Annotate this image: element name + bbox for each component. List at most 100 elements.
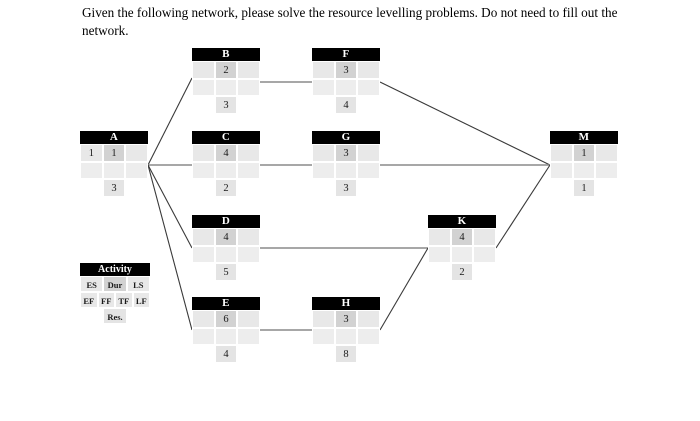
node-e-ls[interactable]	[237, 310, 261, 328]
node-m-ff[interactable]	[572, 162, 596, 179]
node-a-blank-left[interactable]	[80, 179, 103, 197]
node-c-blank-left[interactable]	[192, 179, 215, 197]
node-g-ef[interactable]	[312, 162, 335, 179]
node-d-dur[interactable]: 4	[214, 228, 238, 246]
node-h-es[interactable]	[312, 310, 335, 328]
node-a-tf[interactable]	[125, 162, 149, 179]
node-f-ef[interactable]	[312, 79, 335, 96]
node-c-ef[interactable]	[192, 162, 215, 179]
node-g-blank-left[interactable]	[312, 179, 335, 197]
node-g-ls[interactable]	[357, 144, 381, 162]
node-b-tf[interactable]	[237, 79, 261, 96]
node-m-dur[interactable]: 1	[572, 144, 596, 162]
node-d-ef[interactable]	[192, 246, 215, 263]
node-h-blank-left[interactable]	[312, 345, 335, 363]
node-a-ff[interactable]	[102, 162, 126, 179]
node-a-res[interactable]: 3	[102, 179, 126, 197]
node-b-dur[interactable]: 2	[214, 61, 238, 79]
node-d-ff[interactable]	[214, 246, 238, 263]
node-f-blank-right[interactable]	[357, 96, 381, 114]
node-m-res[interactable]: 1	[572, 179, 596, 197]
node-c-blank-right[interactable]	[237, 179, 261, 197]
node-c-es[interactable]	[192, 144, 215, 162]
node-e-blank-right[interactable]	[237, 345, 261, 363]
node-a-ls[interactable]	[125, 144, 149, 162]
node-d-res[interactable]: 5	[214, 263, 238, 281]
node-d-blank-left[interactable]	[192, 263, 215, 281]
node-e-ff[interactable]	[214, 328, 238, 345]
node-a-dur[interactable]: 1	[102, 144, 126, 162]
node-f-res[interactable]: 4	[334, 96, 358, 114]
node-k-ef[interactable]	[428, 246, 451, 263]
node-h-dur[interactable]: 3	[334, 310, 358, 328]
node-m-blank-left[interactable]	[550, 179, 573, 197]
node-d-blank-right[interactable]	[237, 263, 261, 281]
node-c-ff[interactable]	[214, 162, 238, 179]
node-k-blank-right[interactable]	[473, 263, 497, 281]
node-e-res[interactable]: 4	[214, 345, 238, 363]
node-f-es[interactable]	[312, 61, 335, 79]
node-g-tf[interactable]	[357, 162, 381, 179]
node-e-blank-left[interactable]	[192, 345, 215, 363]
node-g-res[interactable]: 3	[334, 179, 358, 197]
node-m-ls[interactable]	[595, 144, 619, 162]
node-k-es[interactable]	[428, 228, 451, 246]
node-h-tf[interactable]	[357, 328, 381, 345]
node-h-ef[interactable]	[312, 328, 335, 345]
node-k-dur[interactable]: 4	[450, 228, 474, 246]
node-b-ff[interactable]	[214, 79, 238, 96]
node-m-tf[interactable]	[595, 162, 619, 179]
node-e-es[interactable]	[192, 310, 215, 328]
node-g-blank-right[interactable]	[357, 179, 381, 197]
node-d-es[interactable]	[192, 228, 215, 246]
node-h-ff[interactable]	[334, 328, 358, 345]
node-m-es[interactable]	[550, 144, 573, 162]
node-h-blank-right[interactable]	[357, 345, 381, 363]
node-b-blank-left[interactable]	[192, 96, 215, 114]
node-f-ff[interactable]	[334, 79, 358, 96]
node-e-tf[interactable]	[237, 328, 261, 345]
node-b-es[interactable]	[192, 61, 215, 79]
node-b-blank-right[interactable]	[237, 96, 261, 114]
node-e-ef[interactable]	[192, 328, 215, 345]
node-k-blank-left[interactable]	[428, 263, 451, 281]
node-f-dur[interactable]: 3	[334, 61, 358, 79]
node-b-ef[interactable]	[192, 79, 215, 96]
node-c-res[interactable]: 2	[214, 179, 238, 197]
node-a-es[interactable]: 1	[80, 144, 103, 162]
node-k-res[interactable]: 2	[450, 263, 474, 281]
node-b-ls[interactable]	[237, 61, 261, 79]
node-a-blank-right[interactable]	[125, 179, 149, 197]
node-m-ef[interactable]	[550, 162, 573, 179]
node-c-dur[interactable]: 4	[214, 144, 238, 162]
node-f-blank-left[interactable]	[312, 96, 335, 114]
node-d-ls[interactable]	[237, 228, 261, 246]
node-f-ls[interactable]	[357, 61, 381, 79]
node-f-tf[interactable]	[357, 79, 381, 96]
node-b-res[interactable]: 3	[214, 96, 238, 114]
node-m-blank-right[interactable]	[595, 179, 619, 197]
node-e-dur[interactable]: 6	[214, 310, 238, 328]
node-g-dur[interactable]: 3	[334, 144, 358, 162]
node-h-res[interactable]: 8	[334, 345, 358, 363]
node-g-ff[interactable]	[334, 162, 358, 179]
node-k-tf[interactable]	[473, 246, 497, 263]
node-g-es[interactable]	[312, 144, 335, 162]
node-d-tf[interactable]	[237, 246, 261, 263]
node-a-ef[interactable]	[80, 162, 103, 179]
node-k-ls[interactable]	[473, 228, 497, 246]
node-k-ff[interactable]	[450, 246, 474, 263]
node-c-tf[interactable]	[237, 162, 261, 179]
node-h-ls[interactable]	[357, 310, 381, 328]
node-c-ls[interactable]	[237, 144, 261, 162]
